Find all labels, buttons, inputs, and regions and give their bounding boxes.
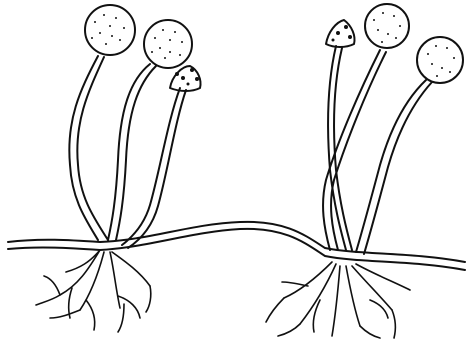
rhizoids-left — [36, 250, 151, 332]
sporangium-right-3 — [417, 37, 463, 83]
sporangiophore-left-2 — [108, 64, 156, 240]
rhizoids-right — [266, 262, 410, 338]
sporangium-right-2 — [365, 4, 409, 48]
sporangium-left-2 — [144, 20, 192, 68]
stolon — [8, 222, 465, 270]
sporangiophore-right-2 — [323, 50, 386, 250]
ruptured-sporangium-right — [326, 20, 355, 47]
ruptured-sporangium-left — [170, 66, 201, 91]
sporangiophore-left-1 — [69, 56, 108, 240]
sporangiophore-right-3 — [356, 80, 432, 254]
sporangium-left-1 — [85, 5, 135, 55]
